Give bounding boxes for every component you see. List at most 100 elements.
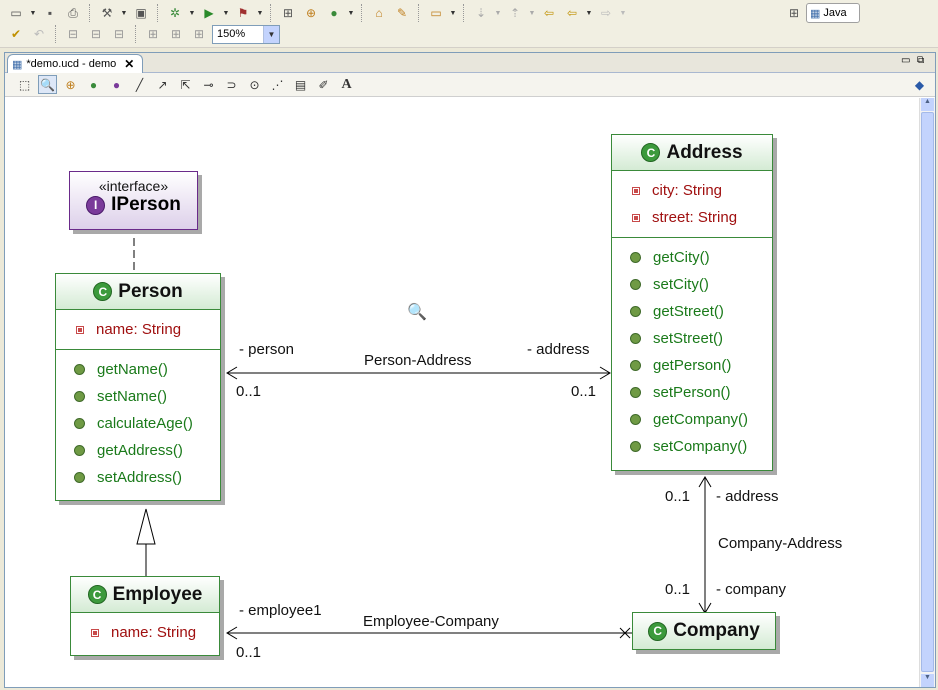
checkmark-icon[interactable]: ✔ bbox=[10, 27, 22, 41]
distribute-icon[interactable]: ⊟ bbox=[113, 27, 125, 41]
note-link-tool-icon[interactable]: ✐ bbox=[318, 77, 329, 92]
next-annotation-icon[interactable]: ⇣ bbox=[475, 6, 487, 20]
open-type-icon[interactable]: ▣ bbox=[135, 6, 147, 20]
back-dropdown-icon[interactable]: ▼ bbox=[585, 9, 593, 17]
new-java-class-dropdown-icon[interactable]: ▼ bbox=[347, 9, 355, 17]
text-tool-icon[interactable]: A bbox=[341, 76, 352, 92]
diagram-canvas[interactable]: 🔍 «interface» I IPerson C Person name: S… bbox=[5, 98, 919, 687]
operation-row[interactable]: setCompany() bbox=[612, 433, 772, 460]
align-left-icon[interactable]: ⊞ bbox=[147, 27, 159, 41]
tab-demo-ucd[interactable]: ▦ *demo.ucd - demo ✕ bbox=[7, 54, 143, 73]
operation-row[interactable]: setName() bbox=[56, 383, 220, 410]
operation-row[interactable]: setPerson() bbox=[612, 379, 772, 406]
new-class-icon[interactable]: ⊕ bbox=[305, 6, 317, 20]
attributes-compartment: name: String bbox=[56, 310, 220, 350]
debug-dropdown-icon[interactable]: ▼ bbox=[188, 9, 196, 17]
align-icon[interactable]: ⊟ bbox=[90, 27, 102, 41]
directed-association-tool-icon[interactable]: ↗ bbox=[157, 77, 168, 92]
operation-label: getAddress() bbox=[97, 442, 183, 459]
package-tool-icon[interactable]: ⊕ bbox=[65, 77, 76, 92]
operation-row[interactable]: calculateAge() bbox=[56, 410, 220, 437]
forward-icon[interactable]: ⇨ bbox=[600, 6, 612, 20]
new-dropdown-icon[interactable]: ▼ bbox=[29, 9, 37, 17]
assoc-role-label: - person bbox=[239, 341, 295, 358]
align-right-icon[interactable]: ⊞ bbox=[193, 27, 205, 41]
undo-check-icon[interactable]: ↶ bbox=[33, 27, 45, 41]
save-icon[interactable]: ▪ bbox=[47, 6, 53, 20]
new-icon[interactable]: ▭ bbox=[10, 6, 22, 20]
uml-file-icon: ▦ bbox=[12, 58, 23, 71]
operation-row[interactable]: getPerson() bbox=[612, 352, 772, 379]
class-icon: C bbox=[87, 585, 107, 604]
diagram-palette: ⬚ 🔍 ⊕ ● ● ╱ ↗ ⇱ ⊸ ⊃ ⊙ ⋰ ▤ ✐ A ◆ bbox=[5, 73, 935, 97]
scroll-down-icon[interactable]: ▼ bbox=[921, 674, 934, 687]
tool-icon[interactable]: ⚒ bbox=[101, 6, 113, 20]
open-project-icon[interactable]: ⌂ bbox=[375, 6, 383, 20]
interface-icon: I bbox=[86, 195, 106, 215]
interface-iperson[interactable]: «interface» I IPerson bbox=[69, 171, 198, 230]
maximize-icon[interactable]: ⧉ bbox=[917, 55, 925, 66]
next-annotation-dropdown-icon[interactable]: ▼ bbox=[494, 9, 502, 17]
back-icon[interactable]: ⇦ bbox=[566, 6, 578, 20]
zoom-tool-icon[interactable]: 🔍 bbox=[38, 75, 57, 94]
note-tool-icon[interactable]: ▤ bbox=[294, 77, 307, 92]
operation-row[interactable]: getCity() bbox=[612, 244, 772, 271]
attribute-row[interactable]: street: String bbox=[612, 204, 772, 231]
run-icon[interactable]: ▶ bbox=[204, 6, 214, 20]
select-tool-icon[interactable]: ⬚ bbox=[18, 77, 31, 92]
vertical-scrollbar[interactable]: ▲ ▼ bbox=[919, 98, 935, 687]
prev-annotation-icon[interactable]: ⇡ bbox=[509, 6, 521, 20]
last-edit-icon[interactable]: ⇦ bbox=[543, 6, 555, 20]
new-package-icon[interactable]: ⊞ bbox=[282, 6, 294, 20]
external-tools-icon[interactable]: ⚑ bbox=[237, 6, 249, 20]
zoom-select[interactable]: 150% ▼ bbox=[212, 24, 280, 44]
realization-tool-icon[interactable]: ⊸ bbox=[203, 77, 214, 92]
class-address[interactable]: C Address city: String street: String ge… bbox=[611, 134, 773, 471]
tool-dropdown-icon[interactable]: ▼ bbox=[120, 9, 128, 17]
pencil-icon[interactable]: ✎ bbox=[396, 6, 408, 20]
prev-annotation-dropdown-icon[interactable]: ▼ bbox=[528, 9, 536, 17]
java-perspective-button[interactable]: ▦ Java bbox=[806, 3, 860, 23]
debug-icon[interactable]: ✲ bbox=[169, 6, 181, 20]
model-icon[interactable]: ◆ bbox=[914, 77, 925, 92]
chevron-down-icon[interactable]: ▼ bbox=[263, 25, 279, 43]
attribute-row[interactable]: name: String bbox=[56, 316, 220, 343]
public-method-icon bbox=[630, 306, 641, 317]
interface-tool-icon[interactable]: ● bbox=[112, 77, 121, 92]
class-tool-icon[interactable]: ● bbox=[89, 77, 98, 92]
class-employee[interactable]: C Employee name: String bbox=[70, 576, 220, 656]
run-dropdown-icon[interactable]: ▼ bbox=[222, 9, 230, 17]
align-center-icon[interactable]: ⊞ bbox=[170, 27, 182, 41]
generalization-tool-icon[interactable]: ⇱ bbox=[180, 77, 191, 92]
folder-icon[interactable]: ▭ bbox=[430, 6, 442, 20]
operation-row[interactable]: setAddress() bbox=[56, 464, 220, 491]
class-person[interactable]: C Person name: String getName() setName(… bbox=[55, 273, 221, 501]
close-icon[interactable]: ✕ bbox=[124, 57, 135, 71]
minimize-icon[interactable]: ▭ bbox=[901, 55, 911, 66]
operation-row[interactable]: setCity() bbox=[612, 271, 772, 298]
operation-row[interactable]: getName() bbox=[56, 356, 220, 383]
operation-row[interactable]: setStreet() bbox=[612, 325, 772, 352]
external-tools-dropdown-icon[interactable]: ▼ bbox=[256, 9, 264, 17]
operation-row[interactable]: getAddress() bbox=[56, 437, 220, 464]
layout-icon[interactable]: ⊟ bbox=[67, 27, 79, 41]
attribute-row[interactable]: name: String bbox=[71, 619, 219, 646]
toolbar-separator bbox=[55, 25, 57, 43]
scroll-up-icon[interactable]: ▲ bbox=[921, 98, 934, 111]
association-tool-icon[interactable]: ╱ bbox=[135, 77, 144, 92]
required-interface-tool-icon[interactable]: ⊃ bbox=[226, 77, 237, 92]
new-java-class-icon[interactable]: ● bbox=[330, 6, 338, 20]
print-icon[interactable]: ⎙ bbox=[68, 5, 78, 20]
public-method-icon bbox=[74, 418, 85, 429]
dependency-tool-icon[interactable]: ⊙ bbox=[249, 77, 260, 92]
scrollbar-thumb[interactable] bbox=[921, 112, 934, 672]
class-company[interactable]: C Company bbox=[632, 612, 776, 650]
folder-dropdown-icon[interactable]: ▼ bbox=[449, 9, 457, 17]
operation-row[interactable]: getStreet() bbox=[612, 298, 772, 325]
operation-row[interactable]: getCompany() bbox=[612, 406, 772, 433]
connector-tool-icon[interactable]: ⋰ bbox=[271, 77, 284, 92]
open-perspective-icon[interactable]: ⊞ bbox=[788, 6, 800, 20]
public-method-icon bbox=[630, 414, 641, 425]
forward-dropdown-icon[interactable]: ▼ bbox=[619, 9, 627, 17]
attribute-row[interactable]: city: String bbox=[612, 177, 772, 204]
